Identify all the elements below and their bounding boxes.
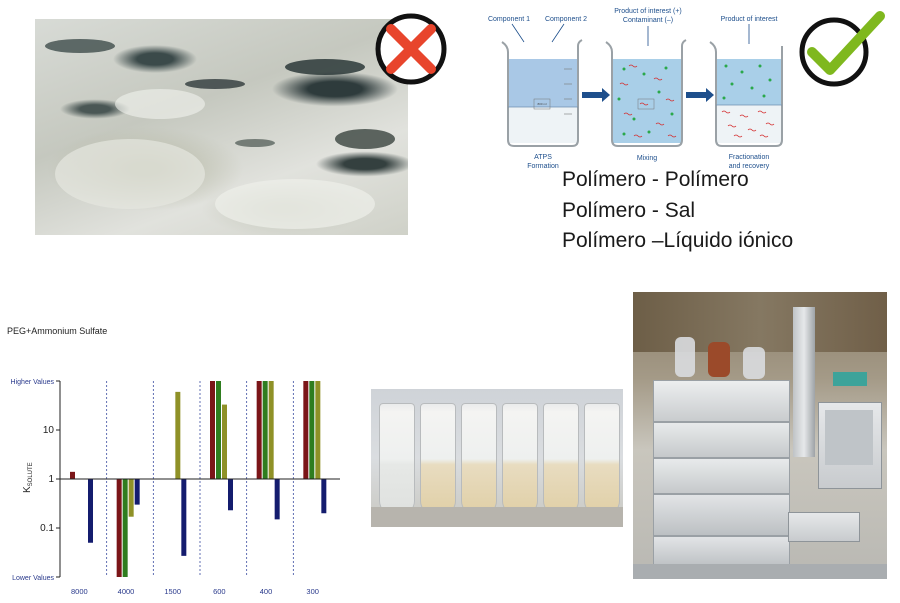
system-polymer-polymer: Polímero - Polímero: [562, 168, 749, 191]
y-axis-label: KSOLUTE: [22, 462, 34, 493]
beaker-fractionation: [709, 41, 783, 147]
bar: [216, 381, 221, 479]
arrow-right-icon: [686, 88, 714, 102]
bar: [315, 381, 321, 479]
atps-tubes-photo: [371, 389, 623, 527]
x-tick-label: 600: [213, 587, 226, 596]
tube: [502, 403, 538, 515]
atps-beaker-diagram: Component 1 Component 2 Product of inter…: [488, 8, 783, 170]
tube-rack: [371, 507, 623, 527]
x-tick-label: 300: [306, 587, 319, 596]
bar: [134, 479, 140, 505]
contaminant-label: Contaminant (–): [623, 17, 673, 24]
reject-x-icon: [375, 13, 447, 85]
component1-label: Component 1: [488, 16, 530, 23]
y-tick-label: 0.1: [40, 523, 54, 534]
system-polymer-ionic-liquid: Polímero –Líquido iónico: [562, 229, 794, 252]
tube: [379, 403, 415, 515]
bar: [228, 479, 233, 511]
bar: [262, 381, 268, 479]
bar: [70, 471, 75, 479]
bar: [88, 479, 93, 543]
step3-label-line1: Fractionation: [729, 154, 770, 161]
arrow-right-icon: [582, 88, 610, 102]
y-tick-label: 10: [43, 425, 55, 436]
x-tick-label: 4000: [118, 587, 135, 596]
system-polymer-salt: Polímero - Sal: [562, 199, 696, 222]
component2-label: Component 2: [545, 16, 587, 23]
x-tick-label: 400: [260, 587, 273, 596]
accept-check-icon: [799, 11, 885, 87]
bar: [122, 479, 128, 577]
y-tick-label: Lower Values: [12, 575, 54, 582]
bar: [116, 479, 122, 577]
tube: [461, 403, 497, 515]
hplc-instrument-photo: [633, 292, 887, 579]
beaker-mark-label: 800 ml: [537, 102, 546, 106]
bars: [70, 381, 327, 577]
tube: [584, 403, 620, 515]
bar: [268, 381, 274, 479]
bar: [321, 479, 327, 514]
bar: [222, 404, 227, 479]
product-label: Product of interest: [721, 16, 778, 23]
bar: [181, 479, 187, 556]
tube: [420, 403, 456, 515]
y-tick-label: 1: [48, 474, 54, 485]
chart-title: PEG+Ammonium Sulfate: [7, 326, 107, 336]
step3-label-line2: and recovery: [729, 163, 770, 170]
x-tick-label: 8000: [71, 587, 88, 596]
bar: [210, 381, 215, 479]
bar: [175, 391, 181, 479]
beaker-mixing: [605, 39, 687, 147]
bar: [256, 381, 262, 479]
x-axis: 8000 4000 1500 600 400 300: [60, 478, 340, 596]
bar: [309, 381, 315, 479]
foam-photo: [35, 19, 408, 235]
partition-coefficient-chart: PEG+Ammonium Sulfate KSOLUTE Higher Valu…: [7, 326, 340, 596]
bar: [303, 381, 309, 479]
beaker-formation: 800 ml: [501, 39, 583, 147]
step2-label: Mixing: [637, 155, 657, 162]
step1-label-line2: Formation: [527, 163, 559, 170]
bar: [274, 479, 280, 520]
tube: [543, 403, 579, 515]
product-plus-label: Product of interest (+): [614, 8, 682, 15]
step1-label-line1: ATPS: [534, 154, 552, 161]
y-tick-label: Higher Values: [11, 379, 55, 386]
bar: [128, 479, 134, 517]
x-tick-label: 1500: [164, 587, 181, 596]
